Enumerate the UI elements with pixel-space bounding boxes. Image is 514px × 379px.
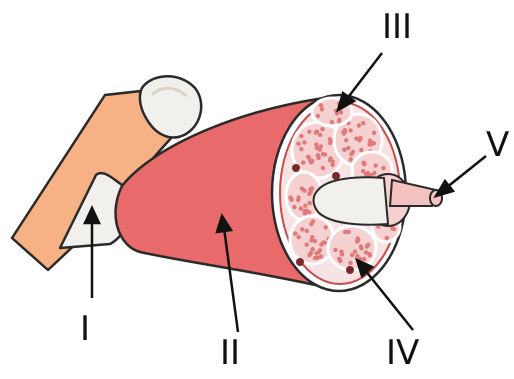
- muscle-fiber-dot: [293, 231, 297, 235]
- muscle-fiber-dot: [361, 121, 365, 125]
- muscle-fiber-dot: [305, 242, 309, 246]
- muscle-fiber-dot: [330, 120, 334, 124]
- label-iii: III: [382, 7, 412, 47]
- muscle-fiber-dot: [320, 107, 324, 111]
- muscle-fiber-dot: [321, 166, 325, 170]
- muscle-fiber-dot: [359, 244, 363, 248]
- muscle-fiber-dot: [338, 259, 342, 263]
- muscle-fiber-dot: [320, 127, 324, 131]
- muscle-fiber-dot: [307, 253, 311, 257]
- blood-vessel: [346, 266, 354, 274]
- muscle-fiber-dot: [348, 128, 352, 132]
- muscle-fiber-dot: [373, 163, 377, 167]
- muscle-fiber-dot: [361, 161, 365, 165]
- muscle-fiber-dot: [353, 250, 357, 254]
- muscle-fiber-dot: [292, 205, 296, 209]
- label-ii: II: [220, 333, 240, 373]
- muscle-fiber-dot: [333, 248, 337, 252]
- muscle-fiber-dot: [339, 250, 343, 254]
- muscle-fiber-dot: [315, 130, 319, 134]
- blood-vessel: [292, 164, 300, 172]
- leader-line-v: [446, 156, 486, 188]
- muscle-fiber-dot: [307, 130, 311, 134]
- muscle-fiber-dot: [307, 192, 311, 196]
- muscle-fiber-dot: [300, 227, 304, 231]
- muscle-fiber-dot: [297, 235, 301, 239]
- muscle-fiber-dot: [318, 133, 322, 137]
- muscle-fiber-dot: [296, 195, 300, 199]
- muscle-fiber-dot: [301, 160, 305, 164]
- muscle-fiber-dot: [323, 241, 327, 245]
- muscle-fiber-dot: [302, 140, 306, 144]
- muscle-fiber-dot: [303, 204, 307, 208]
- muscle-fiber-dot: [342, 131, 346, 135]
- muscle-fiber-dot: [319, 254, 323, 258]
- muscle-fiber-dot: [288, 195, 292, 199]
- blood-vessel: [332, 172, 340, 180]
- fiber-tube-body: [390, 180, 436, 206]
- muscle-fiber-dot: [328, 158, 332, 162]
- muscle-fiber-dot: [346, 146, 350, 150]
- muscle-fiber-dot: [315, 146, 319, 150]
- muscle-fiber-dot: [354, 136, 358, 140]
- muscle-fiber-dot: [367, 252, 371, 256]
- muscle-fiber-dot: [362, 257, 366, 261]
- muscle-fiber-dot: [337, 118, 341, 122]
- muscle-fiber-dot: [349, 157, 353, 161]
- muscle-fiber-dot: [348, 261, 352, 265]
- muscle-fiber-dot: [314, 251, 318, 255]
- muscle-fiber-dot: [364, 172, 368, 176]
- muscle-fiber-dot: [342, 148, 346, 152]
- blood-vessel: [296, 258, 304, 266]
- label-iv: IV: [386, 333, 419, 373]
- muscle-fiber-dot: [366, 243, 370, 247]
- muscle-fiber-dot: [299, 134, 303, 138]
- muscle-fiber-dot: [369, 142, 373, 146]
- muscle-fiber-dot: [359, 148, 363, 152]
- muscle-fiber-dot: [308, 158, 312, 162]
- muscle-fiber-dot: [385, 236, 389, 240]
- muscle-fiber-dot: [310, 247, 314, 251]
- fascicle-core: [314, 177, 389, 224]
- muscle-fiber-dot: [319, 144, 323, 148]
- muscle-fiber-dot: [307, 210, 311, 214]
- muscle-fiber-dot: [356, 238, 360, 242]
- muscle-fiber-dot: [344, 230, 348, 234]
- muscle-fiber-dot: [299, 206, 303, 210]
- muscle-fiber-dot: [319, 103, 323, 107]
- muscle-fiber-dot: [302, 188, 306, 192]
- muscle-fiber-dot: [316, 156, 320, 160]
- muscle-fiber-dot: [296, 142, 300, 146]
- muscle-fiber-dot: [299, 147, 303, 151]
- muscle-fiber-dot: [324, 225, 328, 229]
- leader-line-iv: [365, 270, 413, 330]
- muscle-fiber-dot: [311, 219, 315, 223]
- muscle-fiber-dot: [316, 114, 320, 118]
- muscle-fiber-dot: [310, 186, 314, 190]
- muscle-fiber-dot: [344, 138, 348, 142]
- muscle-fiber-tube: [390, 180, 442, 206]
- label-v: V: [486, 125, 509, 165]
- muscle-fiber-dot: [305, 229, 309, 233]
- muscle-fiber-dot: [351, 150, 355, 154]
- leader-line-iii: [346, 53, 382, 100]
- muscle-fiber-dot: [318, 248, 322, 252]
- muscle-fiber-dot: [381, 166, 385, 170]
- muscle-fiber-dot: [350, 253, 354, 257]
- muscle-fiber-dot: [313, 256, 317, 260]
- muscle-fiber-dot: [372, 131, 376, 135]
- muscle-fiber-dot: [308, 201, 312, 205]
- muscle-fiber-dot: [310, 235, 314, 239]
- muscle-fiber-dot: [321, 152, 325, 156]
- muscle-fiber-dot: [313, 239, 317, 243]
- muscle-fiber-dot: [357, 123, 361, 127]
- label-i: I: [80, 309, 90, 349]
